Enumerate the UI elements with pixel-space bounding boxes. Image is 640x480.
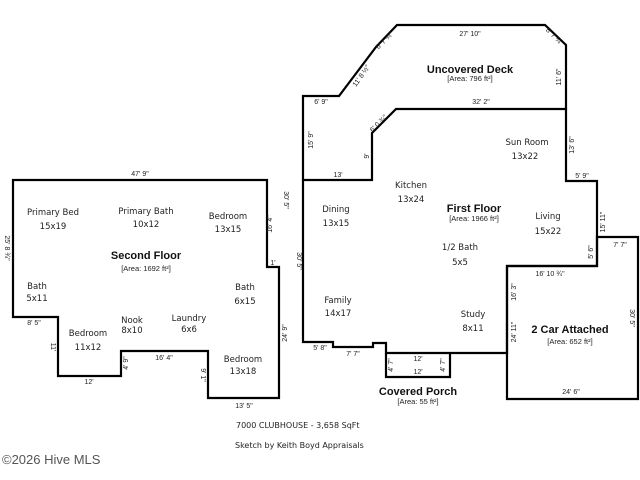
room-name: Laundry	[172, 314, 207, 324]
dimension-label: 11' 6"	[556, 68, 563, 85]
dimension-label: 5' 6"	[588, 245, 595, 259]
dimension-label: 12'	[413, 369, 422, 376]
room-name: Bath	[27, 282, 47, 292]
dimension-label: 6' 0 ¾"	[369, 114, 389, 134]
room-size: 15x22	[535, 227, 562, 237]
room-name: Living	[535, 212, 560, 222]
dimension-label: 30' 5"	[295, 252, 302, 270]
room-name: Primary Bath	[118, 207, 173, 217]
deck-outline	[301, 23, 568, 182]
room-name: Kitchen	[395, 181, 427, 191]
dimension-label: 7' 7"	[613, 242, 627, 249]
second-floor-rooms: Primary Bed 15x19 Primary Bath 10x12 Bed…	[26, 207, 262, 377]
dimension-label: 13' 6"	[569, 136, 576, 154]
room-size: 13x24	[398, 195, 425, 205]
dimension-label: 15' 11"	[600, 211, 607, 232]
dimension-label: 4' 7"	[440, 358, 447, 372]
garage-area: [Area: 652 ft²]	[547, 337, 592, 346]
dimension-label: 4' 9"	[123, 356, 130, 370]
dimension-label: 16' 10 ¾"	[535, 271, 565, 278]
second-floor-title: Second Floor	[111, 250, 182, 262]
deck-title: Uncovered Deck	[427, 64, 514, 76]
room-size: 14x17	[325, 309, 352, 319]
room-size: 6x6	[181, 325, 197, 335]
room-name: Bedroom	[69, 329, 107, 339]
dimension-label: 24' 9"	[282, 324, 289, 342]
second-floor-area: [Area: 1692 ft²]	[121, 264, 171, 273]
dimension-label: 7' 7"	[346, 351, 360, 358]
dimension-label: 6' 7 ¾"	[375, 31, 395, 51]
credit-caption: Sketch by Keith Boyd Appraisals	[235, 441, 364, 450]
dimension-label: 30' 5"	[282, 191, 289, 209]
first-floor-area: [Area: 1966 ft²]	[449, 214, 499, 223]
room-name: Sun Room	[505, 138, 548, 148]
garage-dimensions: 7' 7" 24' 6" 30' 5"	[562, 242, 635, 396]
deck-area: [Area: 796 ft²]	[447, 74, 492, 83]
first-floor-dimensions: 13' 6" 5' 9" 15' 11" 5' 6" 16' 10 ¾" 30'…	[295, 136, 607, 358]
room-name: Nook	[121, 316, 143, 326]
address-caption: 7000 CLUBHOUSE - 3,658 SqFt	[236, 421, 360, 430]
porch-outline	[384, 353, 452, 379]
first-floor-title: First Floor	[447, 203, 502, 215]
dimension-label: 6' 9"	[314, 99, 328, 106]
dimension-label: 16' 3"	[511, 283, 518, 301]
room-size: 11x12	[75, 343, 102, 353]
room-size: 13x15	[215, 225, 242, 235]
room-size: 8x10	[121, 326, 142, 336]
dimension-label: 9'	[364, 153, 371, 158]
dimension-label: 24' 6"	[562, 389, 580, 396]
dimension-label: 30' 5"	[628, 309, 635, 327]
room-size: 8x11	[462, 324, 483, 334]
dimension-label: 24' 11"	[511, 321, 518, 342]
dimension-label: 32' 2"	[472, 99, 490, 106]
room-size: 6x15	[234, 297, 255, 307]
dimension-label: 9' 1"	[199, 368, 206, 382]
second-floor-outline	[11, 178, 281, 400]
room-size: 13x22	[512, 152, 539, 162]
first-floor-rooms: Sun Room 13x22 Kitchen 13x24 Dining 13x1…	[322, 138, 561, 334]
first-floor-outline	[301, 109, 599, 355]
dimension-label: 4' 7"	[388, 358, 395, 372]
dimension-label: 25' 8 ¾"	[3, 235, 10, 261]
watermark: ©2026 Hive MLS	[2, 452, 101, 467]
dimension-label: 5' 9"	[575, 173, 589, 180]
room-name: Bedroom	[224, 355, 262, 365]
room-name: Dining	[322, 205, 349, 215]
room-size: 15x19	[40, 222, 67, 232]
dimension-label: 1'	[270, 260, 275, 267]
dimension-label: 8' 7 ¼"	[544, 27, 564, 47]
room-size: 13x15	[323, 219, 350, 229]
dimension-label: 12'	[84, 379, 93, 386]
room-name: Primary Bed	[27, 208, 79, 218]
dimension-label: 16' 4"	[267, 215, 274, 233]
room-size: 5x5	[452, 258, 468, 268]
porch-dimensions: 12' 12' 4' 7" 4' 7"	[388, 356, 447, 376]
dimension-label: 27' 10"	[459, 31, 481, 38]
dimension-label: 47' 9"	[131, 171, 149, 178]
room-name: Bath	[235, 283, 255, 293]
dimension-label: 13'	[333, 172, 342, 179]
dimension-label: 11'	[49, 343, 56, 352]
room-name: Family	[324, 296, 351, 306]
garage-title: 2 Car Attached	[531, 324, 608, 336]
room-name: 1/2 Bath	[442, 243, 478, 253]
room-size: 5x11	[26, 294, 47, 304]
garage-outline	[505, 235, 640, 401]
dimension-label: 13' 5"	[235, 403, 253, 410]
room-size: 10x12	[133, 220, 160, 230]
dimension-label: 12'	[413, 356, 422, 363]
room-name: Bedroom	[209, 212, 247, 222]
room-size: 13x18	[230, 367, 257, 377]
porch-area: [Area: 55 ft²]	[397, 397, 438, 406]
room-name: Study	[461, 310, 486, 320]
dimension-label: 15' 9"	[308, 131, 315, 149]
dimension-label: 8' 5"	[27, 320, 41, 327]
porch-title: Covered Porch	[379, 386, 458, 398]
dimension-label: 5' 8"	[313, 345, 327, 352]
dimension-label: 16' 4"	[155, 355, 173, 362]
second-floor-dimensions: 47' 9" 25' 8 ¾" 16' 4" 1' 24' 9" 8' 5" 1…	[3, 171, 289, 410]
